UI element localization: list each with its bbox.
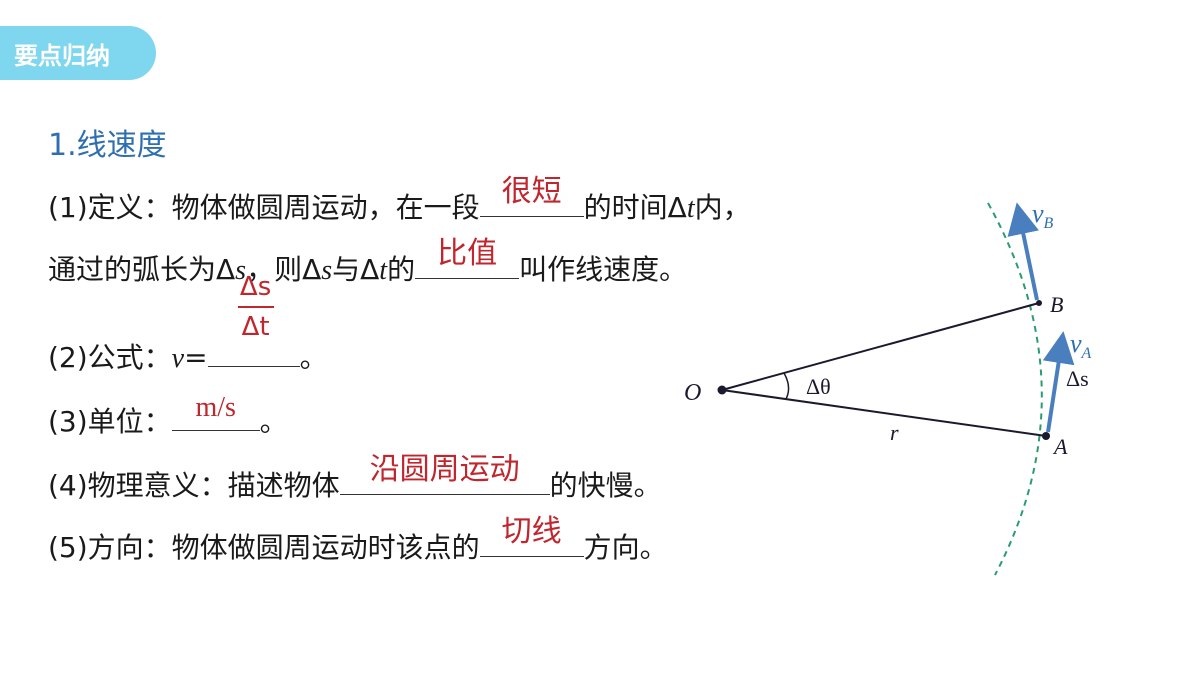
definition-line2-prefix: 通过的弧长为Δ — [48, 253, 236, 286]
definition-suffix: 内， — [694, 191, 751, 224]
label-r: r — [890, 420, 899, 445]
label-B: B — [1050, 292, 1063, 317]
velocity-arrow-B — [1007, 202, 1039, 301]
angle-arc — [783, 372, 790, 400]
fraction-denominator: Δt — [241, 312, 270, 342]
direction-suffix: 方向。 — [583, 531, 668, 564]
section-heading: 1.线速度 — [48, 120, 167, 164]
label-vB: vB — [1032, 199, 1054, 232]
unit-suffix: 。 — [259, 405, 288, 438]
answer-blank-meaning: 沿圆周运动 — [339, 452, 550, 495]
definition-line2-mid: ，则Δ — [246, 253, 322, 286]
meaning-prefix: (4)物理意义：描述物体 — [48, 469, 340, 502]
answer-blank-short-time: 很短 — [479, 174, 584, 217]
answer-direction: 切线 — [501, 514, 562, 549]
velocity-arrow-A — [1042, 331, 1075, 433]
answer-short-time: 很短 — [501, 174, 562, 209]
var-s: s — [235, 255, 247, 286]
label-vB-sub: B — [1044, 215, 1054, 232]
definition-line2-mid2: 与Δ — [332, 253, 380, 286]
var-t-2: t — [379, 255, 388, 286]
formula-suffix: 。 — [299, 341, 328, 374]
answer-unit: m/s — [195, 392, 236, 423]
section-badge: 要点归纳 — [0, 26, 156, 80]
label-vA: vA — [1070, 329, 1092, 362]
formula-prefix: (2)公式： — [48, 341, 172, 374]
answer-meaning: 沿圆周运动 — [369, 452, 520, 487]
var-t: t — [686, 193, 695, 224]
fraction-numerator: Δs — [239, 272, 272, 302]
point-O — [717, 385, 727, 395]
section-badge-label: 要点归纳 — [14, 41, 110, 70]
label-A: A — [1052, 434, 1068, 459]
answer-blank-direction: 切线 — [479, 514, 584, 557]
definition-prefix: (1)定义：物体做圆周运动，在一段 — [48, 191, 480, 224]
label-vA-sub: A — [1081, 345, 1092, 362]
fraction-bar — [237, 306, 274, 308]
meaning-line: (4)物理意义：描述物体 沿圆周运动 的快慢。 — [48, 452, 662, 504]
var-s-2: s — [321, 255, 333, 286]
direction-line: (5)方向：物体做圆周运动时该点的 切线 方向。 — [48, 514, 668, 566]
definition-mid: 的时间Δ — [583, 191, 687, 224]
answer-blank-formula: Δs Δt — [207, 274, 300, 367]
circular-path-arc — [987, 202, 1043, 576]
meaning-suffix: 的快慢。 — [549, 469, 662, 502]
label-vA-main: v — [1070, 329, 1082, 358]
var-v: v — [171, 343, 185, 374]
definition-line2-suffix: 叫作线速度。 — [519, 253, 688, 286]
label-delta-s: Δs — [1066, 366, 1089, 391]
answer-blank-unit: m/s — [171, 392, 260, 431]
direction-prefix: (5)方向：物体做圆周运动时该点的 — [48, 531, 480, 564]
formula-equals: = — [184, 341, 208, 374]
formula-line: (2)公式：v= Δs Δt 。 — [48, 274, 328, 376]
label-O: O — [684, 380, 701, 406]
radius-line-OA — [721, 389, 1047, 437]
answer-ratio: 比值 — [437, 236, 498, 271]
label-vB-main: v — [1032, 199, 1044, 228]
point-B — [1036, 300, 1042, 306]
unit-line: (3)单位： m/s 。 — [48, 392, 288, 440]
unit-prefix: (3)单位： — [48, 405, 172, 438]
radius-line-OB — [721, 302, 1040, 391]
formula-fraction: Δs Δt — [237, 272, 274, 342]
definition-line2-mid3: 的 — [387, 253, 416, 286]
label-theta: Δθ — [806, 374, 831, 399]
heading-text: 1.线速度 — [48, 128, 167, 163]
point-A — [1042, 432, 1050, 440]
answer-blank-ratio: 比值 — [415, 236, 520, 279]
